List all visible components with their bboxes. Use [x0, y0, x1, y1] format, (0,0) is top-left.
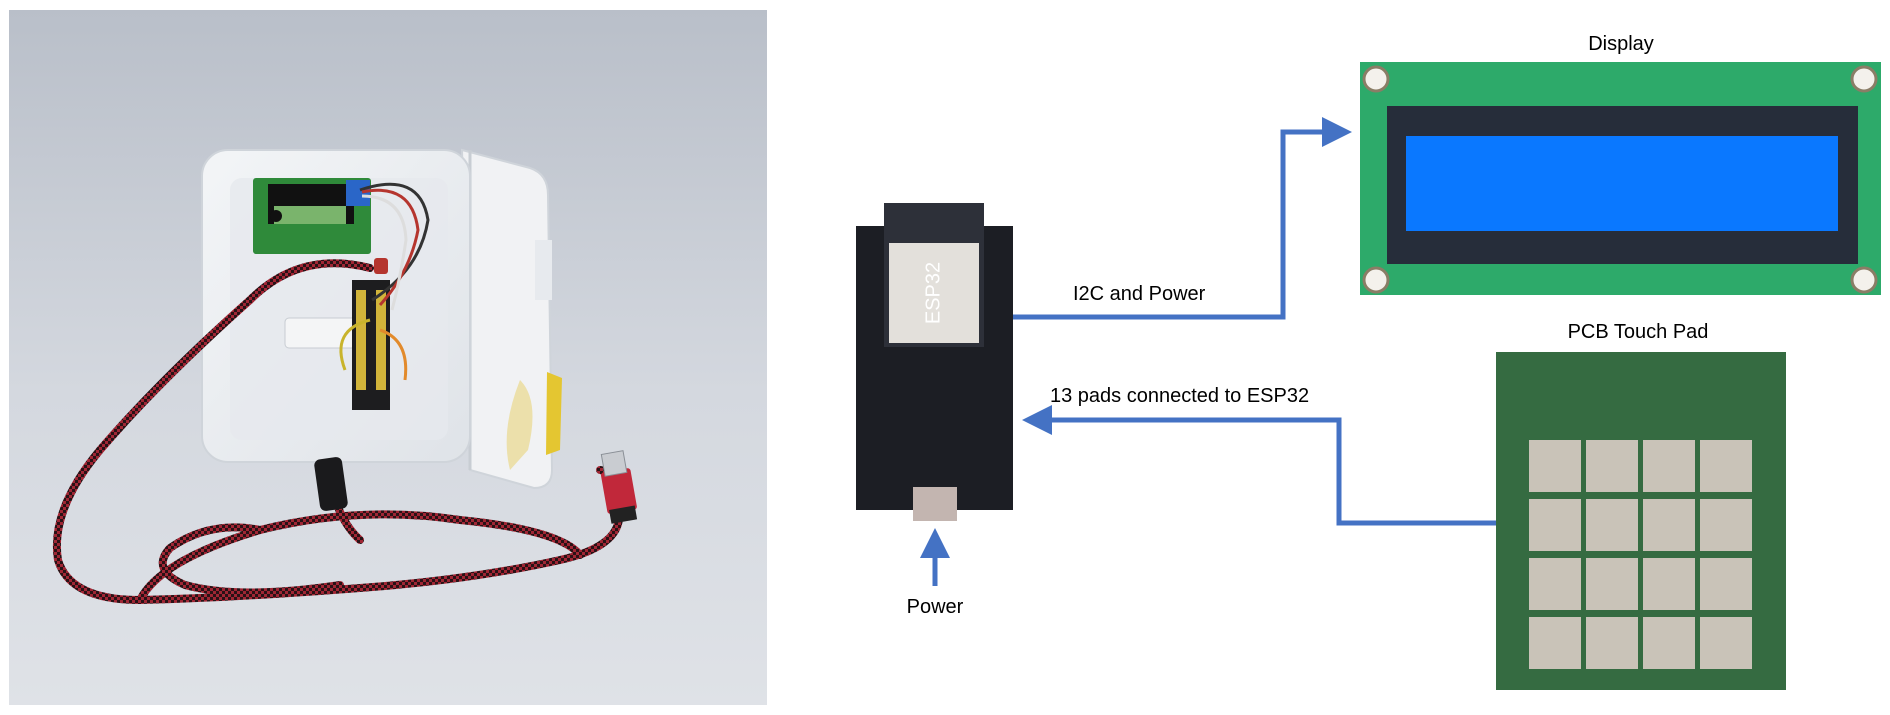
connection-arrows [920, 117, 1496, 586]
power-label: Power [907, 596, 964, 618]
mount-hole [1850, 266, 1878, 294]
touch-pad-key [1700, 499, 1752, 551]
touch-pad-key [1643, 499, 1695, 551]
touch-pad-key [1643, 617, 1695, 669]
touch-pad-key [1700, 617, 1752, 669]
touch-pad-key [1586, 440, 1638, 492]
touch-pad-key [1529, 558, 1581, 610]
touch-pad-key [1529, 617, 1581, 669]
usb-connector [600, 450, 638, 524]
touch-pad-key [1586, 499, 1638, 551]
touch-pad-key [1700, 440, 1752, 492]
touch-pad-grid [1529, 440, 1752, 669]
touch-pad-key [1529, 499, 1581, 551]
cable-strap [314, 457, 348, 511]
touch-pad-key [1643, 440, 1695, 492]
esp32-board: ESP32 [856, 203, 1013, 521]
touch-pad-key [1700, 558, 1752, 610]
yellow-sticker [546, 372, 562, 455]
block-diagram: ESP32 Display PCB Touch Pad I2C an [856, 33, 1881, 690]
usb-port [913, 487, 957, 521]
touch-pad-key [1529, 440, 1581, 492]
esp32-chip [889, 243, 979, 343]
touch-pad-title: PCB Touch Pad [1568, 321, 1709, 343]
mount-hole [1362, 65, 1390, 93]
touch-pad-arrow [1022, 405, 1496, 526]
touch-pad-key [1586, 617, 1638, 669]
pcb-touch-pad: PCB Touch Pad [1496, 321, 1786, 690]
i2c-power-arrow [1013, 117, 1352, 320]
esp32-chip-label: ESP32 [922, 262, 944, 324]
lcd-screen [1406, 136, 1838, 231]
touch-pad-key [1643, 558, 1695, 610]
touch-pad-key [1586, 558, 1638, 610]
display-title: Display [1588, 33, 1654, 55]
i2c-power-label: I2C and Power [1073, 283, 1206, 305]
lcd-display: Display [1360, 33, 1881, 295]
mount-hole [1362, 266, 1390, 294]
device-photo [9, 10, 767, 705]
mount-hole [1850, 65, 1878, 93]
touch-pad-connection-label: 13 pads connected to ESP32 [1050, 385, 1309, 407]
lid-latch [535, 240, 552, 300]
